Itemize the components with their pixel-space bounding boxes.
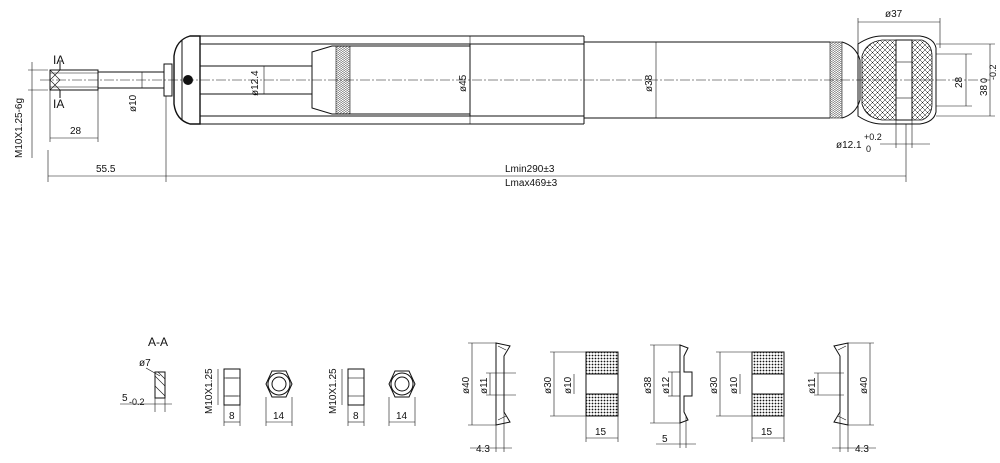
main-dimensions: IA IA M10X1.25-6g 28 ø10 55.5 ø12.4 xyxy=(14,9,998,189)
thread-length-label: 28 xyxy=(70,126,82,137)
bush-outer-diameter-label: ø37 xyxy=(885,9,903,20)
bushing-1: ø30 ø10 15 xyxy=(543,351,619,442)
nut-2-height-label: 8 xyxy=(353,411,359,422)
sleeve-thickness-label: 5 xyxy=(662,434,668,445)
washer-1: ø40 ø11 4.3 xyxy=(461,342,516,455)
washer-1-inner-label: ø11 xyxy=(479,377,490,394)
bushing-2-outer-label: ø30 xyxy=(709,376,720,394)
nut-1-height-label: 8 xyxy=(229,411,235,422)
bushing-2-inner-label: ø10 xyxy=(729,376,740,394)
section-aa: A-A ø7 5 -0.2 xyxy=(120,335,172,412)
bushing-1-inner-label: ø10 xyxy=(563,376,574,394)
flat-tolerance-label: -0.2 xyxy=(129,397,145,407)
nut-2-thread-label: M10X1.25 xyxy=(328,368,339,414)
eye-bushing xyxy=(857,35,937,125)
threaded-rod-end xyxy=(49,62,173,98)
body-diameter-label: ø45 xyxy=(458,74,469,92)
rod-diameter-label: ø10 xyxy=(128,94,139,112)
nut-2-top: 14 xyxy=(388,370,416,426)
bush-length-label: 28 xyxy=(954,76,965,88)
length-max-label: Lmax469±3 xyxy=(505,178,558,189)
sleeve-inner-label: ø12 xyxy=(661,376,672,394)
rod-offset-label: 55.5 xyxy=(96,164,116,175)
bush-tolerance-label: 0 xyxy=(979,78,989,83)
upper-body xyxy=(173,35,585,125)
bush-tolerance-value-label: 38 xyxy=(979,84,990,96)
bore-tolerance-upper-label: +0.2 xyxy=(864,132,882,142)
bushing-2: ø30 ø10 15 xyxy=(709,351,785,442)
bore-diameter-label: ø12.1 xyxy=(836,140,862,151)
nut-1-width-label: 14 xyxy=(273,411,285,422)
sleeve: ø38 ø12 5 xyxy=(643,344,696,448)
sleeve-outer-label: ø38 xyxy=(643,376,654,394)
section-mark-top: IA xyxy=(53,53,64,67)
washer-1-outer-label: ø40 xyxy=(461,376,472,394)
nut-2-side: M10X1.25 8 xyxy=(328,368,365,426)
nut-1-top: 14 xyxy=(265,370,293,426)
piston-ribs xyxy=(335,45,351,115)
washer-2-inner-label: ø11 xyxy=(807,377,818,394)
thread-spec-label: M10X1.25-6g xyxy=(14,98,25,158)
nut-1-side: M10X1.25 8 xyxy=(204,368,241,426)
shock-absorber-main-view: IA IA M10X1.25-6g 28 ø10 55.5 ø12.4 xyxy=(14,9,998,189)
lower-tube xyxy=(584,41,861,119)
nut-1-thread-label: M10X1.25 xyxy=(204,368,215,414)
mount-pin xyxy=(183,75,193,85)
section-aa-title: A-A xyxy=(148,335,168,349)
flat-width-label: 5 xyxy=(122,393,128,404)
tube-diameter-label: ø38 xyxy=(644,74,655,92)
washer-2-outer-label: ø40 xyxy=(859,376,870,394)
nut-2-width-label: 14 xyxy=(396,411,408,422)
piston-rod-diameter-label: ø12.4 xyxy=(250,70,261,96)
washer-1-thickness-label: 4.3 xyxy=(476,444,490,455)
detail-parts: A-A ø7 5 -0.2 M10X1.25 8 xyxy=(120,335,876,455)
bushing-1-outer-label: ø30 xyxy=(543,376,554,394)
length-min-label: Lmin290±3 xyxy=(505,164,555,175)
washer-2: ø11 ø40 4.3 xyxy=(807,342,876,455)
bush-tolerance-lower-label: -0.2 xyxy=(988,64,998,80)
bushing-2-length-label: 15 xyxy=(761,427,773,438)
flat-diameter-label: ø7 xyxy=(139,358,151,369)
section-mark-bottom: IA xyxy=(53,97,64,111)
bore-tolerance-lower-label: 0 xyxy=(866,144,871,154)
bushing-1-length-label: 15 xyxy=(595,427,607,438)
washer-2-thickness-label: 4.3 xyxy=(855,444,869,455)
